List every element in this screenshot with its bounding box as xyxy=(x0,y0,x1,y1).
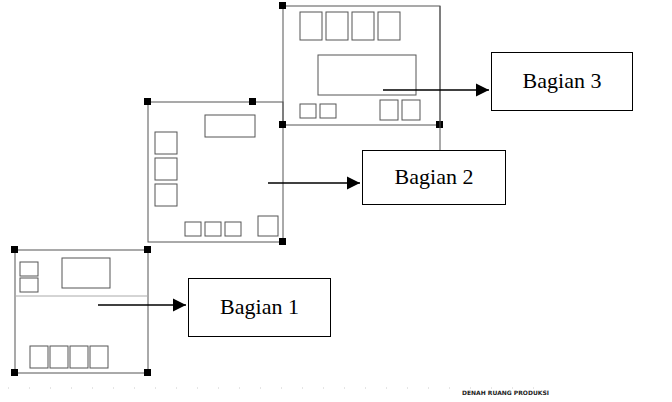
machine xyxy=(70,346,88,368)
room-outline xyxy=(148,102,283,242)
machine xyxy=(380,100,398,120)
room-outline xyxy=(283,6,440,125)
plan-caption: DENAH RUANG PRODUKSI xyxy=(462,389,549,396)
machine xyxy=(402,100,420,120)
furniture xyxy=(155,158,177,180)
machine xyxy=(225,222,241,236)
dimension-line xyxy=(8,388,540,389)
machine xyxy=(185,222,201,236)
section-label: Bagian 3 xyxy=(523,69,602,93)
machine xyxy=(300,104,316,118)
callout-box: Bagian 2 xyxy=(362,150,506,205)
wall-line xyxy=(440,6,441,155)
machine xyxy=(378,12,400,40)
machine xyxy=(320,104,336,118)
room-outline xyxy=(15,250,148,373)
machine xyxy=(205,222,221,236)
storage-room xyxy=(62,258,110,288)
section-label: Bagian 1 xyxy=(220,295,299,319)
machine xyxy=(90,346,108,368)
machine xyxy=(352,12,374,40)
work-table xyxy=(318,55,416,95)
leader-arrow xyxy=(383,89,489,91)
machine xyxy=(300,12,322,40)
section-label: Bagian 2 xyxy=(395,165,474,189)
leader-arrow xyxy=(98,304,186,306)
furniture xyxy=(20,278,38,292)
callout-box: Bagian 1 xyxy=(188,278,331,337)
furniture xyxy=(155,184,177,206)
callout-box: Bagian 3 xyxy=(491,52,633,111)
furniture xyxy=(155,132,177,154)
leader-arrow xyxy=(268,182,360,184)
furniture xyxy=(258,216,278,236)
machine xyxy=(326,12,348,40)
furniture xyxy=(20,262,38,276)
machine xyxy=(30,346,48,368)
storage-room xyxy=(205,115,255,137)
machine xyxy=(50,346,68,368)
wall-line xyxy=(15,296,148,297)
